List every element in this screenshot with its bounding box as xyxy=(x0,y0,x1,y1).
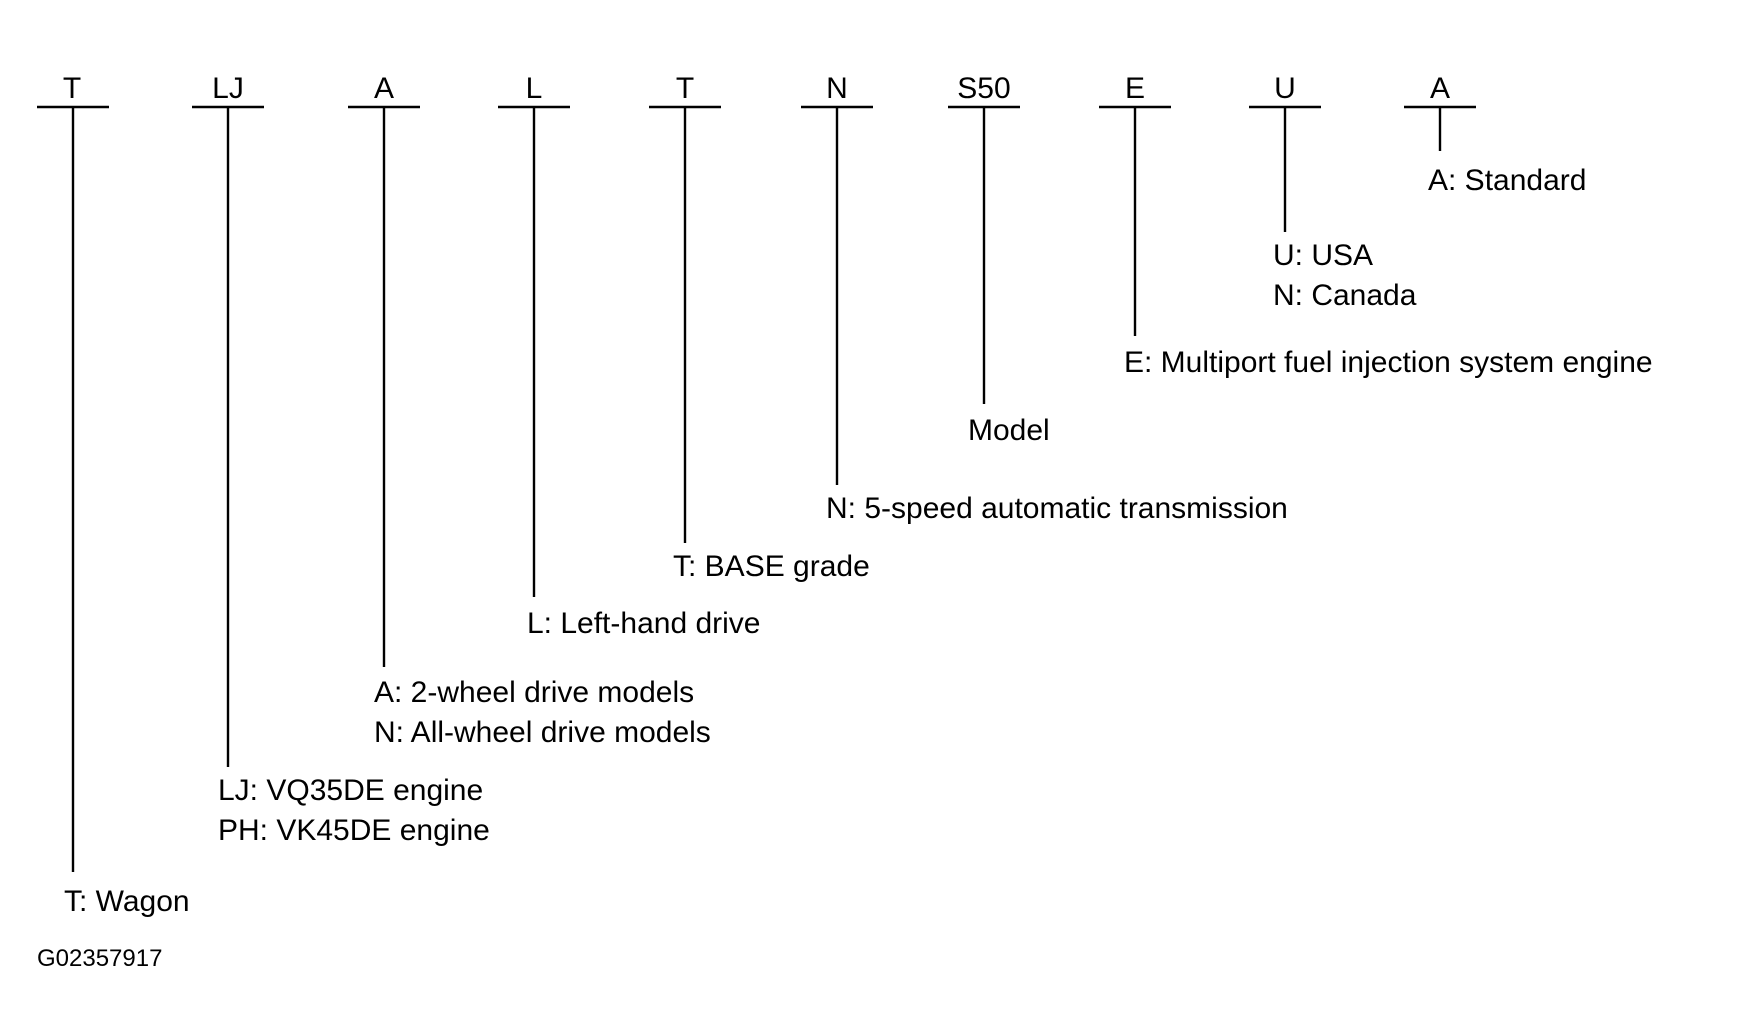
field-description: N: 5-speed automatic transmission xyxy=(826,492,1288,525)
field-description: A: 2-wheel drive models xyxy=(374,676,694,709)
field-description: N: All-wheel drive models xyxy=(374,716,711,749)
field-description: N: Canada xyxy=(1273,279,1417,312)
field-code: T xyxy=(676,72,694,105)
model-code-field: S50 Model xyxy=(948,72,1050,447)
field-code: L xyxy=(526,72,543,105)
field-description: T: Wagon xyxy=(64,885,190,918)
model-code-field: A A: 2-wheel drive models N: All-wheel d… xyxy=(348,72,711,749)
model-code-field: T T: BASE grade xyxy=(649,72,870,583)
model-code-field: E E: Multiport fuel injection system eng… xyxy=(1099,72,1653,379)
field-description: A: Standard xyxy=(1428,164,1586,197)
model-code-field: L L: Left-hand drive xyxy=(498,72,760,640)
field-code: S50 xyxy=(957,72,1010,105)
field-code: A xyxy=(1430,72,1450,105)
field-code: A xyxy=(374,72,394,105)
field-description: Model xyxy=(968,414,1050,447)
field-description: E: Multiport fuel injection system engin… xyxy=(1124,346,1653,379)
field-description: T: BASE grade xyxy=(673,550,870,583)
model-code-field: A A: Standard xyxy=(1404,72,1586,197)
field-description: L: Left-hand drive xyxy=(527,607,760,640)
model-code-field: N N: 5-speed automatic transmission xyxy=(801,72,1288,525)
field-code: LJ xyxy=(212,72,244,105)
model-code-field: LJ LJ: VQ35DE engine PH: VK45DE engine xyxy=(192,72,490,847)
field-description: PH: VK45DE engine xyxy=(218,814,490,847)
field-description: U: USA xyxy=(1273,239,1373,272)
model-code-field: T T: Wagon xyxy=(37,72,190,918)
field-code: N xyxy=(826,72,848,105)
field-code: E xyxy=(1125,72,1145,105)
field-description: LJ: VQ35DE engine xyxy=(218,774,483,807)
model-code-field: U U: USA N: Canada xyxy=(1249,72,1417,312)
figure-id: G02357917 xyxy=(37,945,162,972)
field-code: U xyxy=(1274,72,1296,105)
field-code: T xyxy=(63,72,81,105)
